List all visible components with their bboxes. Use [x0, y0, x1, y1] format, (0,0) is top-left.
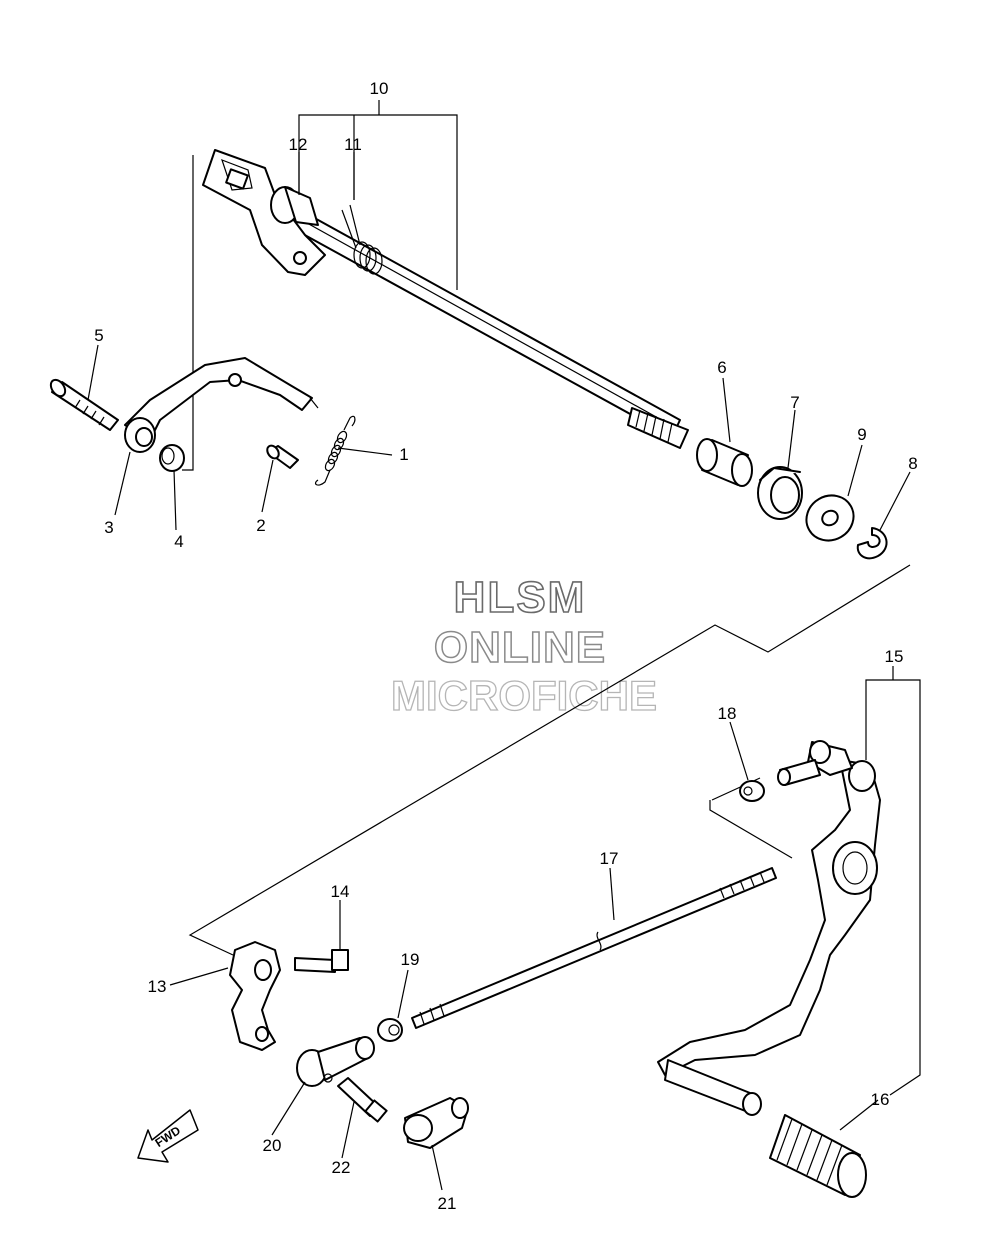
callout-18: 18: [718, 704, 737, 723]
callout-11: 11: [344, 135, 362, 154]
callout-17: 17: [600, 849, 619, 868]
callout-10: 10: [370, 79, 389, 98]
callout-21: 21: [438, 1194, 457, 1213]
callout-15: 15: [885, 647, 904, 666]
watermark: HLSM ONLINE MICROFICHE: [390, 572, 657, 719]
callout-20: 20: [263, 1136, 282, 1155]
callout-labels: 1 2 3 4 5 6 7 8 9 10 11 12 13 14 15 16 1…: [94, 79, 917, 1213]
shift-shaft-assembly: [202, 149, 689, 449]
callout-12: 12: [289, 135, 308, 154]
callout-4: 4: [174, 532, 183, 551]
forward-arrow-icon: FWD: [137, 1109, 199, 1163]
shaft-end-parts: [696, 438, 888, 560]
callout-5: 5: [94, 326, 103, 345]
callout-8: 8: [908, 454, 917, 473]
callout-13: 13: [148, 977, 167, 996]
callout-leaders: [87, 152, 911, 1191]
callout-2: 2: [256, 516, 265, 535]
callout-16: 16: [871, 1090, 890, 1109]
callout-3: 3: [104, 518, 113, 537]
callout-9: 9: [857, 425, 866, 444]
stopper-lever-assembly: [49, 357, 356, 486]
watermark-line-2: ONLINE: [434, 623, 606, 672]
watermark-line-1: HLSM: [454, 573, 587, 622]
watermark-line-3: MICROFICHE: [391, 672, 657, 719]
group-brackets: [182, 100, 921, 1096]
callout-6: 6: [717, 358, 726, 377]
shift-pedal-assembly: [229, 740, 881, 1198]
callout-22: 22: [332, 1158, 351, 1177]
callout-1: 1: [399, 445, 408, 464]
callout-7: 7: [790, 393, 799, 412]
callout-14: 14: [331, 882, 350, 901]
callout-19: 19: [401, 950, 420, 969]
